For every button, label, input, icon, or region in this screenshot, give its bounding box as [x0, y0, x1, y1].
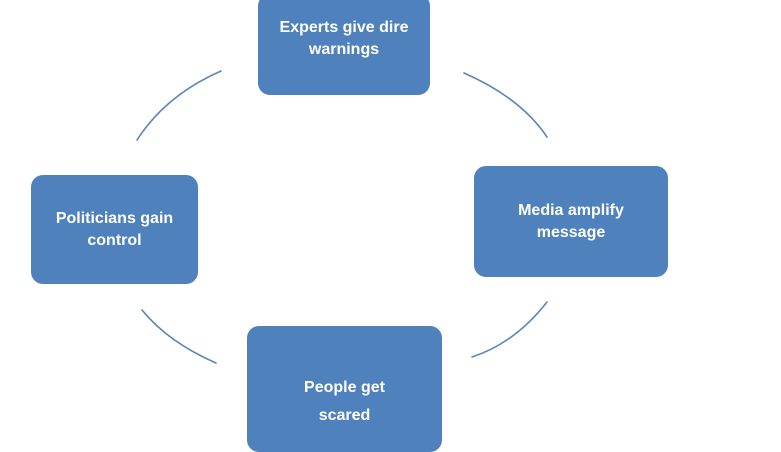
node-experts-give-dire-warnings: Experts give dire warnings: [258, 0, 430, 95]
node-media-amplify-message: Media amplify message: [474, 166, 668, 277]
node-label: Media amplify message: [518, 201, 624, 241]
connector-experts-to-media: [463, 72, 548, 138]
connector-people-to-politicians: [141, 309, 217, 364]
node-label: People get scared: [304, 379, 385, 424]
connector-media-to-people: [471, 301, 548, 358]
cycle-diagram: Experts give dire warnings Media amplify…: [31, 0, 668, 452]
node-label: Politicians gain control: [55, 209, 174, 249]
node-people-get-scared: People get scared: [247, 326, 442, 452]
node-label: Experts give dire warnings: [279, 18, 409, 58]
cycle-connectors: [136, 70, 548, 364]
node-politicians-gain-control: Politicians gain control: [31, 175, 198, 284]
connector-politicians-to-experts: [136, 70, 222, 141]
